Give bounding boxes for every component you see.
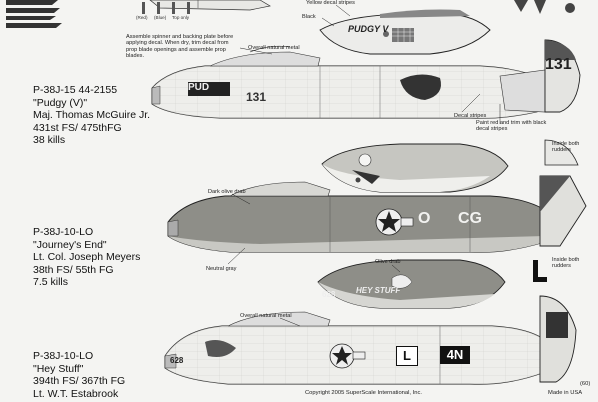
callout-inside-rudders-2: Inside both rudders: [552, 257, 580, 270]
plane-1-boom-code: 131: [246, 90, 267, 104]
prop-blade-set: [142, 2, 190, 14]
plane-2-tail-fin: [539, 175, 587, 247]
plane-3-fin: [533, 260, 547, 282]
prop-label-red: (Red): [136, 15, 148, 20]
plane-2-code-1: O: [418, 210, 431, 227]
plane-1-side-view: [151, 45, 546, 119]
caption-2-kills: 7.5 kills: [33, 276, 69, 288]
plane-1-fin-code: 131: [545, 56, 572, 73]
plane-3-nose-num: 628: [322, 290, 336, 299]
footer-made-in: Made in USA: [548, 390, 583, 396]
caption-1-kills: 38 kills: [33, 134, 66, 146]
callout-olive-drab: Olive drab: [375, 259, 401, 265]
plane-3-fin-letter: L: [531, 262, 532, 263]
caption-aircraft-2: P-38J-10-LO "Journey's End" Lt. Col. Jos…: [33, 226, 140, 289]
callout-natural-metal-1: Overall natural metal: [248, 45, 300, 51]
plane-3-code-2: 4N: [440, 346, 470, 364]
caption-3-model: P-38J-10-LO: [33, 350, 94, 362]
callout-natural-metal-2: Overall natural metal: [240, 313, 292, 319]
plane-3-tail-fin: [539, 295, 577, 383]
plane-1-tail-fin: [544, 39, 581, 113]
caption-2-pilot: Lt. Col. Joseph Meyers: [33, 251, 141, 263]
prop-label-top-only: Top only: [172, 15, 190, 20]
callout-spinner-note: Assemble spinner and backing plate befor…: [126, 34, 234, 60]
caption-3-pilot: Lt. W.T. Estabrook: [33, 387, 119, 400]
prop-blade-pile: [6, 0, 62, 28]
plane-2-code-2: CG: [458, 210, 482, 227]
plane-3-side-view: [164, 311, 546, 385]
prop-label-blue: (Blue): [154, 15, 167, 20]
spinner-cones: [514, 0, 575, 14]
callout-neutral-gray: Neutral gray: [206, 266, 237, 272]
callout-inside-rudders-1: Inside both rudders: [552, 141, 580, 154]
caption-3-name: "Hey Stuff": [33, 362, 84, 375]
caption-1-unit: 431st FS/ 475thFG: [33, 121, 122, 134]
plane-3-nose-art: HEY STUFF: [356, 286, 401, 295]
leader-lines: [227, 4, 501, 327]
caption-2-name: "Journey's End": [33, 238, 107, 251]
plane-1-nose-art: PUDGY V: [348, 24, 389, 34]
callout-decal-stripes: Decal stripes: [454, 113, 487, 119]
plane-2-fin-closeup: [544, 139, 579, 166]
caption-2-model: P-38J-10-LO: [33, 226, 94, 238]
callout-yellow-stripes: Yellow decal stripes: [306, 0, 355, 6]
caption-1-model: P-38J-15 44-2155: [33, 84, 118, 96]
callout-black: Black: [302, 14, 316, 20]
caption-3-unit: 394th FS/ 367th FG: [33, 375, 126, 387]
callout-dark-olive: Dark olive drab: [208, 189, 246, 195]
footer-sheet-code: (60): [580, 381, 591, 387]
footer-copyright: Copyright 2005 SuperScale International,…: [305, 390, 422, 396]
caption-2-unit: 38th FS/ 55th FG: [33, 263, 114, 276]
caption-1-name: "Pudgy (V)": [33, 96, 88, 109]
plane-3-side-nose-num: 628: [170, 356, 184, 365]
callout-paint-red: Paint red and trim with black decal stri…: [476, 120, 547, 133]
plane-3-nose-closeup: [317, 259, 506, 309]
plane-2-side-view: [167, 181, 546, 253]
caption-aircraft-3: P-38J-10-LO "Hey Stuff" 394th FS/ 367th …: [33, 350, 125, 400]
plane-2-nose-closeup: [321, 143, 509, 193]
caption-1-pilot: Maj. Thomas McGuire Jr.: [33, 109, 151, 121]
plane-1-nose-closeup: [319, 9, 491, 55]
plane-1-nose-text: PUD: [188, 82, 210, 93]
plane-3-code-1: L: [396, 346, 418, 366]
top-partial-plane: [149, 0, 271, 11]
caption-aircraft-1: P-38J-15 44-2155 "Pudgy (V)" Maj. Thomas…: [33, 84, 150, 147]
